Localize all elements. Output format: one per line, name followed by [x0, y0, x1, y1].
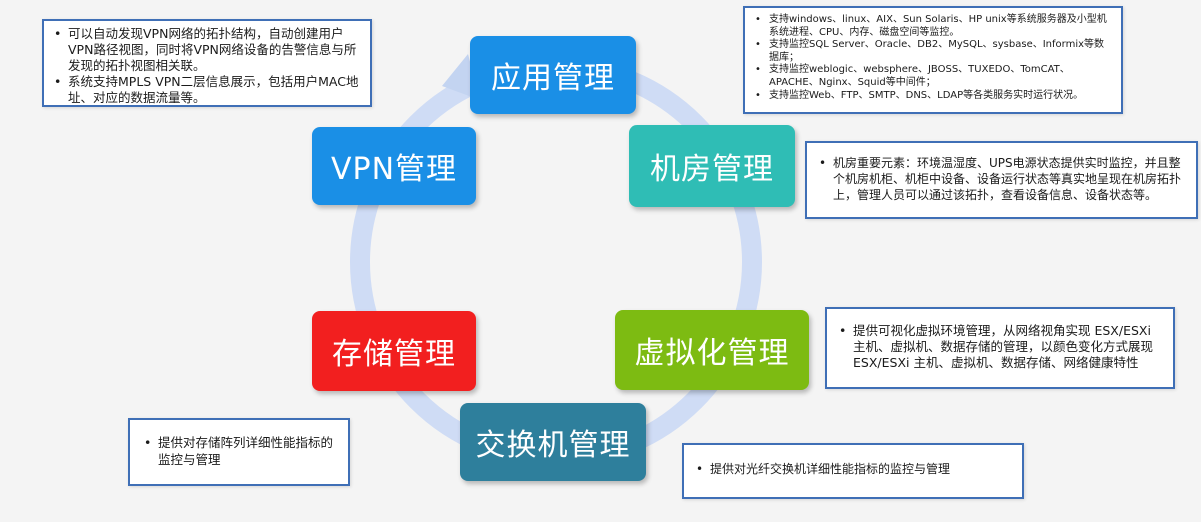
info-vpn-item-1: 可以自动发现VPN网络的拓扑结构，自动创建用户VPN路径视图，同时将VPN网络设…: [52, 26, 362, 74]
info-room-item-1: 机房重要元素：环境温湿度、UPS电源状态提供实时监控，并且整个机房机柜、机柜中设…: [817, 155, 1186, 203]
info-app-item-1: 支持windows、linux、AIX、Sun Solaris、HP unix等…: [753, 14, 1113, 39]
info-box-virtualization: 提供可视化虚拟环境管理，从网络视角实现 ESX/ESXi 主机、虚拟机、数据存储…: [825, 307, 1175, 389]
info-box-switch: 提供对光纤交换机详细性能指标的监控与管理: [682, 443, 1024, 499]
info-app-item-3: 支持监控weblogic、websphere、JBOSS、TUXEDO、TomC…: [753, 64, 1113, 89]
info-virtual-item-1: 提供可视化虚拟环境管理，从网络视角实现 ESX/ESXi 主机、虚拟机、数据存储…: [837, 323, 1163, 371]
info-app-item-4: 支持监控Web、FTP、SMTP、DNS、LDAP等各类服务实时运行状况。: [753, 90, 1113, 103]
node-switch-management: 交换机管理: [460, 403, 646, 481]
info-box-machine-room: 机房重要元素：环境温湿度、UPS电源状态提供实时监控，并且整个机房机柜、机柜中设…: [805, 141, 1198, 219]
node-vpn-management: VPN管理: [312, 127, 476, 205]
node-app-management: 应用管理: [470, 36, 636, 114]
info-storage-item-1: 提供对存储阵列详细性能指标的监控与管理: [142, 434, 338, 468]
node-virtualization-management: 虚拟化管理: [615, 310, 809, 390]
info-box-storage: 提供对存储阵列详细性能指标的监控与管理: [128, 418, 350, 486]
info-switch-item-1: 提供对光纤交换机详细性能指标的监控与管理: [694, 461, 1012, 477]
info-box-vpn: 可以自动发现VPN网络的拓扑结构，自动创建用户VPN路径视图，同时将VPN网络设…: [42, 19, 372, 107]
node-machine-room-management: 机房管理: [629, 125, 795, 207]
info-vpn-item-2: 系统支持MPLS VPN二层信息展示，包括用户MAC地址、对应的数据流量等。: [52, 74, 362, 106]
node-storage-management: 存储管理: [312, 311, 476, 391]
info-app-item-2: 支持监控SQL Server、Oracle、DB2、MySQL、sysbase、…: [753, 39, 1113, 64]
info-box-app: 支持windows、linux、AIX、Sun Solaris、HP unix等…: [743, 6, 1123, 114]
